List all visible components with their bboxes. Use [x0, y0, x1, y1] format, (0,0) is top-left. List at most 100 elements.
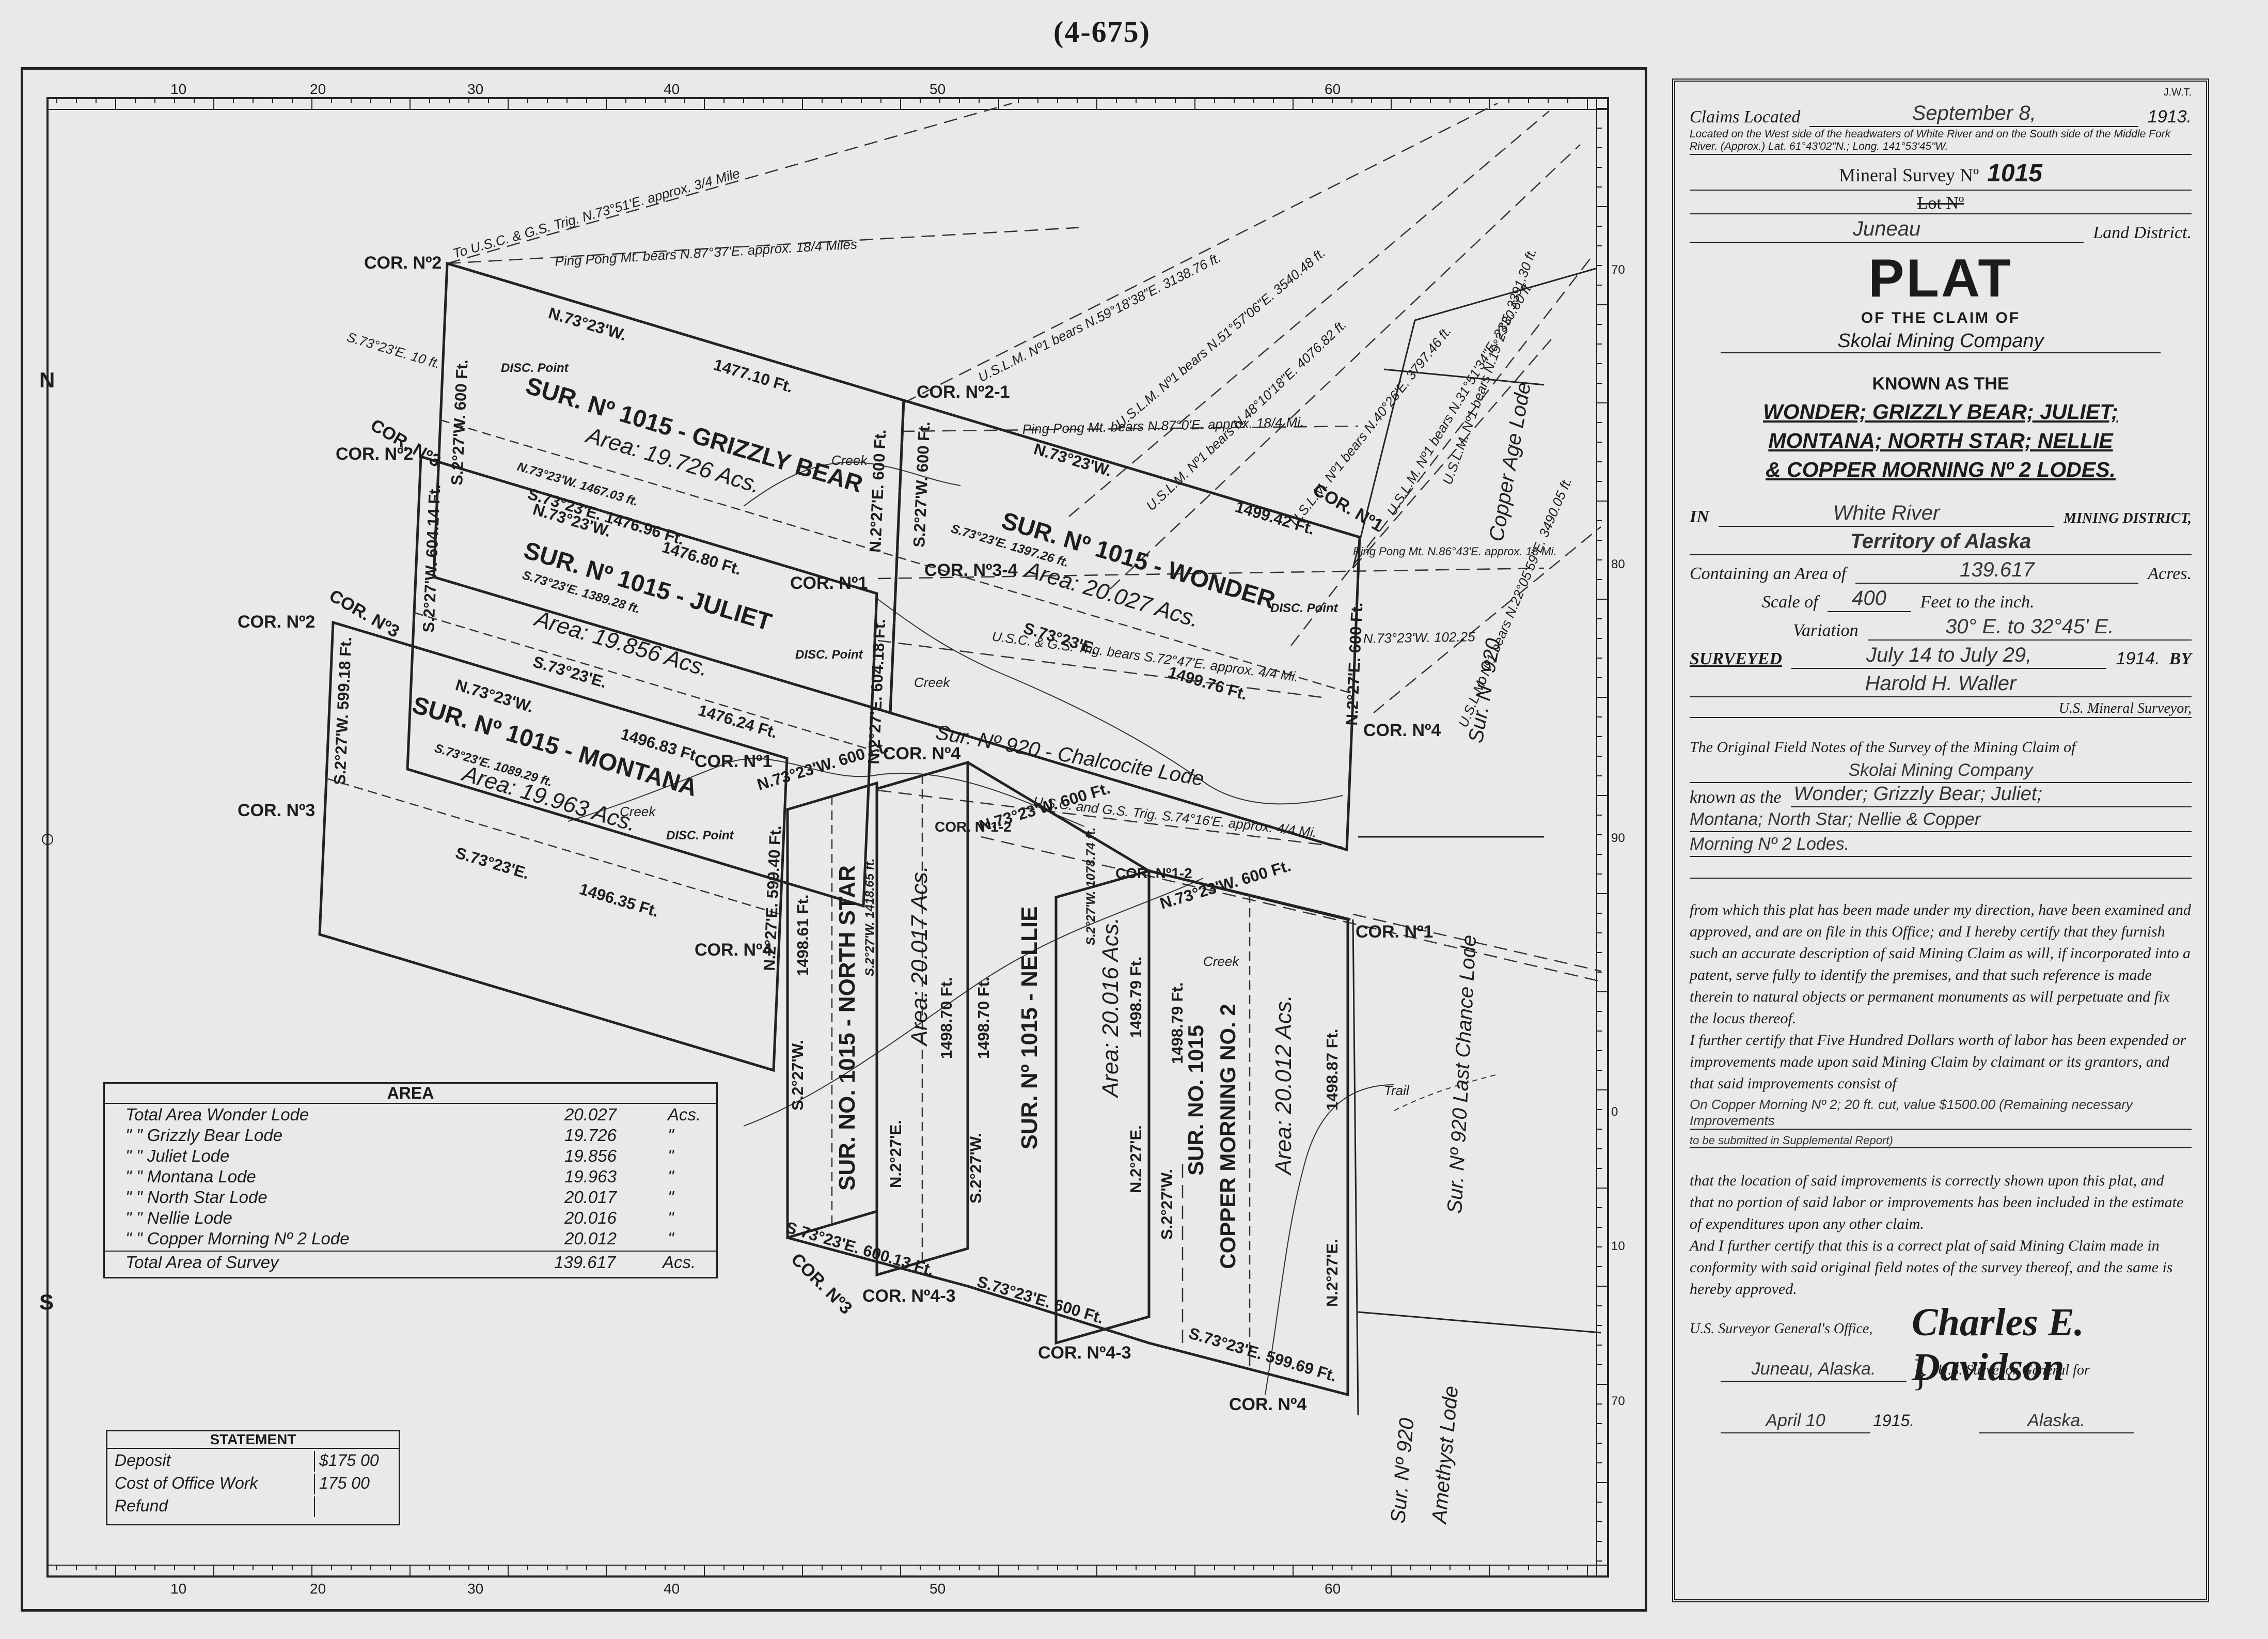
svg-text:DISC. Point: DISC. Point [666, 829, 734, 842]
claims-located-date: September 8, [1809, 102, 2138, 127]
improvements-2: to be submitted in Supplemental Report) [1690, 1134, 2192, 1148]
svg-text:Trail: Trail [1384, 1083, 1410, 1098]
variation-value: 30° E. to 32°45' E. [1867, 615, 2192, 641]
svg-text:S.2°27'W.: S.2°27'W. [967, 1133, 985, 1204]
svg-text:N.2°27'E.: N.2°27'E. [887, 1120, 905, 1188]
cert-intro: The Original Field Notes of the Survey o… [1690, 739, 2076, 756]
border-number: 20 [310, 81, 326, 97]
territory-row: Territory of Alaska [1690, 530, 2192, 555]
copper-age-lode: Copper Age Lode [1485, 381, 1536, 543]
svg-text:COR. Nº1-2: COR. Nº1-2 [1115, 865, 1192, 881]
svg-text:S.2°27'W. 599.18 Ft.: S.2°27'W. 599.18 Ft. [330, 636, 355, 785]
border-number: 10 [170, 81, 186, 97]
svg-text:COR. Nº4-3: COR. Nº4-3 [862, 1286, 956, 1306]
copper-morning-name: SUR. NO. 1015 [1184, 1025, 1208, 1176]
border-number: 30 [467, 81, 483, 97]
statement-row: Deposit$175 00 [107, 1449, 399, 1472]
svg-text:COR. Nº4: COR. Nº4 [695, 940, 772, 960]
svg-text:COR. Nº1-2: COR. Nº1-2 [935, 819, 1012, 835]
svg-text:S.2°27'W. 600 Ft.: S.2°27'W. 600 Ft. [910, 421, 934, 548]
border-number: 30 [467, 1581, 483, 1597]
border-number: 60 [1325, 81, 1341, 97]
variation-row: Variation 30° E. to 32°45' E. [1690, 615, 2192, 641]
border-number: 80 [1611, 557, 1625, 571]
svg-text:DISC. Point: DISC. Point [795, 648, 863, 662]
svg-text:COR. Nº3: COR. Nº3 [326, 586, 403, 642]
svg-text:COR. Nº1: COR. Nº1 [790, 573, 868, 593]
svg-text:COR. Nº1: COR. Nº1 [1310, 480, 1387, 536]
border-number: 0 [1611, 1105, 1618, 1119]
claimant-name: Skolai Mining Company [1721, 330, 2161, 353]
svg-text:S.2°27'W.: S.2°27'W. [789, 1040, 807, 1111]
scale-row: Scale of 400 Feet to the inch. [1762, 587, 2035, 612]
adjoining-claim-lines [1352, 268, 1601, 1416]
amethyst-sur: Sur. Nº 920 [1387, 1417, 1419, 1524]
border-number: 10 [1611, 1239, 1625, 1253]
land-district-row: Juneau Land District. [1690, 217, 2192, 243]
right-scale-bar [1596, 98, 1609, 1577]
bottom-scale-bar [47, 1565, 1609, 1577]
statement-row-value [314, 1496, 319, 1517]
plat-title: PLAT [1868, 248, 2013, 308]
surveyor-name: Harold H. Waller [1690, 672, 2192, 697]
south-label: S [39, 1290, 54, 1314]
area-row-unit: " [668, 1229, 674, 1248]
montana-boundary [318, 620, 789, 1072]
surveyor-general-title: U.S. Surveyor General for [1938, 1362, 2090, 1378]
surveyor-general-signature: Charles E. Davidson [1912, 1301, 2084, 1389]
area-row-value: 20.016 [564, 1208, 617, 1227]
territory: Territory of Alaska [1690, 530, 2192, 555]
tie-lines [447, 102, 1601, 1343]
svg-text:COR. Nº4: COR. Nº4 [1229, 1395, 1306, 1414]
svg-text:U.S.L.M. Nº1 bears N.19°23'E.: U.S.L.M. Nº1 bears N.19°23'E. 3391.30 ft… [1439, 246, 1539, 487]
of-the-claim-of: OF THE CLAIM OF [1861, 309, 2021, 326]
initials: J.W.T. [2163, 87, 2192, 98]
area-total-row: Total Area of Survey 139.617 Acs. [105, 1251, 716, 1272]
surveyor-title: U.S. Mineral Surveyor, [1690, 700, 2192, 718]
border-number: 90 [1611, 831, 1625, 845]
svg-text:Ping Pong Mt. bears N.87°37'E.: Ping Pong Mt. bears N.87°37'E. approx. 1… [555, 236, 858, 269]
area-row-unit: Acs. [668, 1105, 701, 1124]
wonder-boundary [889, 398, 1361, 852]
area-row-value: 20.027 [564, 1105, 617, 1124]
svg-text:COR. Nº2: COR. Nº2 [238, 612, 315, 632]
nellie-area: Area: 20.016 Acs. [1098, 917, 1123, 1099]
lot-number: Lot Nº [1690, 194, 2192, 214]
svg-text:DISC. Point: DISC. Point [501, 361, 569, 375]
approval-year: 1915. [1873, 1411, 1915, 1430]
north-star-area: Area: 20.017 Acs. [907, 866, 932, 1047]
border-number: 70 [1611, 263, 1625, 277]
location-note: Located on the West side of the headwate… [1690, 128, 2192, 155]
plat-map: 10 20 30 40 50 60 10 20 30 40 50 60 70 8… [39, 81, 1625, 1597]
scale-value: 400 [1827, 587, 1911, 612]
area-row-value: 19.726 [564, 1126, 617, 1145]
office-label: U.S. Surveyor General's Office, [1690, 1321, 1873, 1337]
svg-text:U.S.C. & G.S. Trig. bears S.72: U.S.C. & G.S. Trig. bears S.72°47'E. app… [991, 628, 1299, 684]
sheet-number: (4-675) [1053, 15, 1151, 49]
border-number: 50 [930, 1581, 946, 1597]
top-scale-bar [47, 98, 1609, 110]
border-number: 40 [664, 1581, 680, 1597]
area-total-label: Total Area of Survey [125, 1253, 279, 1272]
area-table-header: AREA [105, 1084, 716, 1104]
copper-morning-area: Area: 20.012 Acs. [1271, 995, 1296, 1176]
area-row-unit: " [668, 1208, 674, 1227]
svg-text:Ping Pong Mt. N.86°43'E. appro: Ping Pong Mt. N.86°43'E. approx. 18 Mi. [1353, 545, 1557, 558]
creek-lines [568, 461, 1498, 1395]
svg-text:Ping Pong Mt. bears N.87°0'E.: Ping Pong Mt. bears N.87°0'E. approx. 18… [1022, 414, 1304, 437]
mining-district-row: IN White River MINING DISTRICT, [1690, 502, 2192, 527]
svg-text:Creek: Creek [1203, 954, 1240, 969]
cert-claimant: Skolai Mining Company [1690, 758, 2192, 783]
svg-text:COR. Nº3: COR. Nº3 [787, 1250, 856, 1318]
svg-text:S.2°27'W. 604.14 Ft.: S.2°27'W. 604.14 Ft. [419, 484, 444, 633]
svg-text:N.73°23'W.: N.73°23'W. [1032, 440, 1114, 480]
svg-text:S.73°23'E. 10 ft.: S.73°23'E. 10 ft. [345, 329, 442, 371]
svg-text:1476.80 Ft.: 1476.80 Ft. [660, 538, 744, 579]
